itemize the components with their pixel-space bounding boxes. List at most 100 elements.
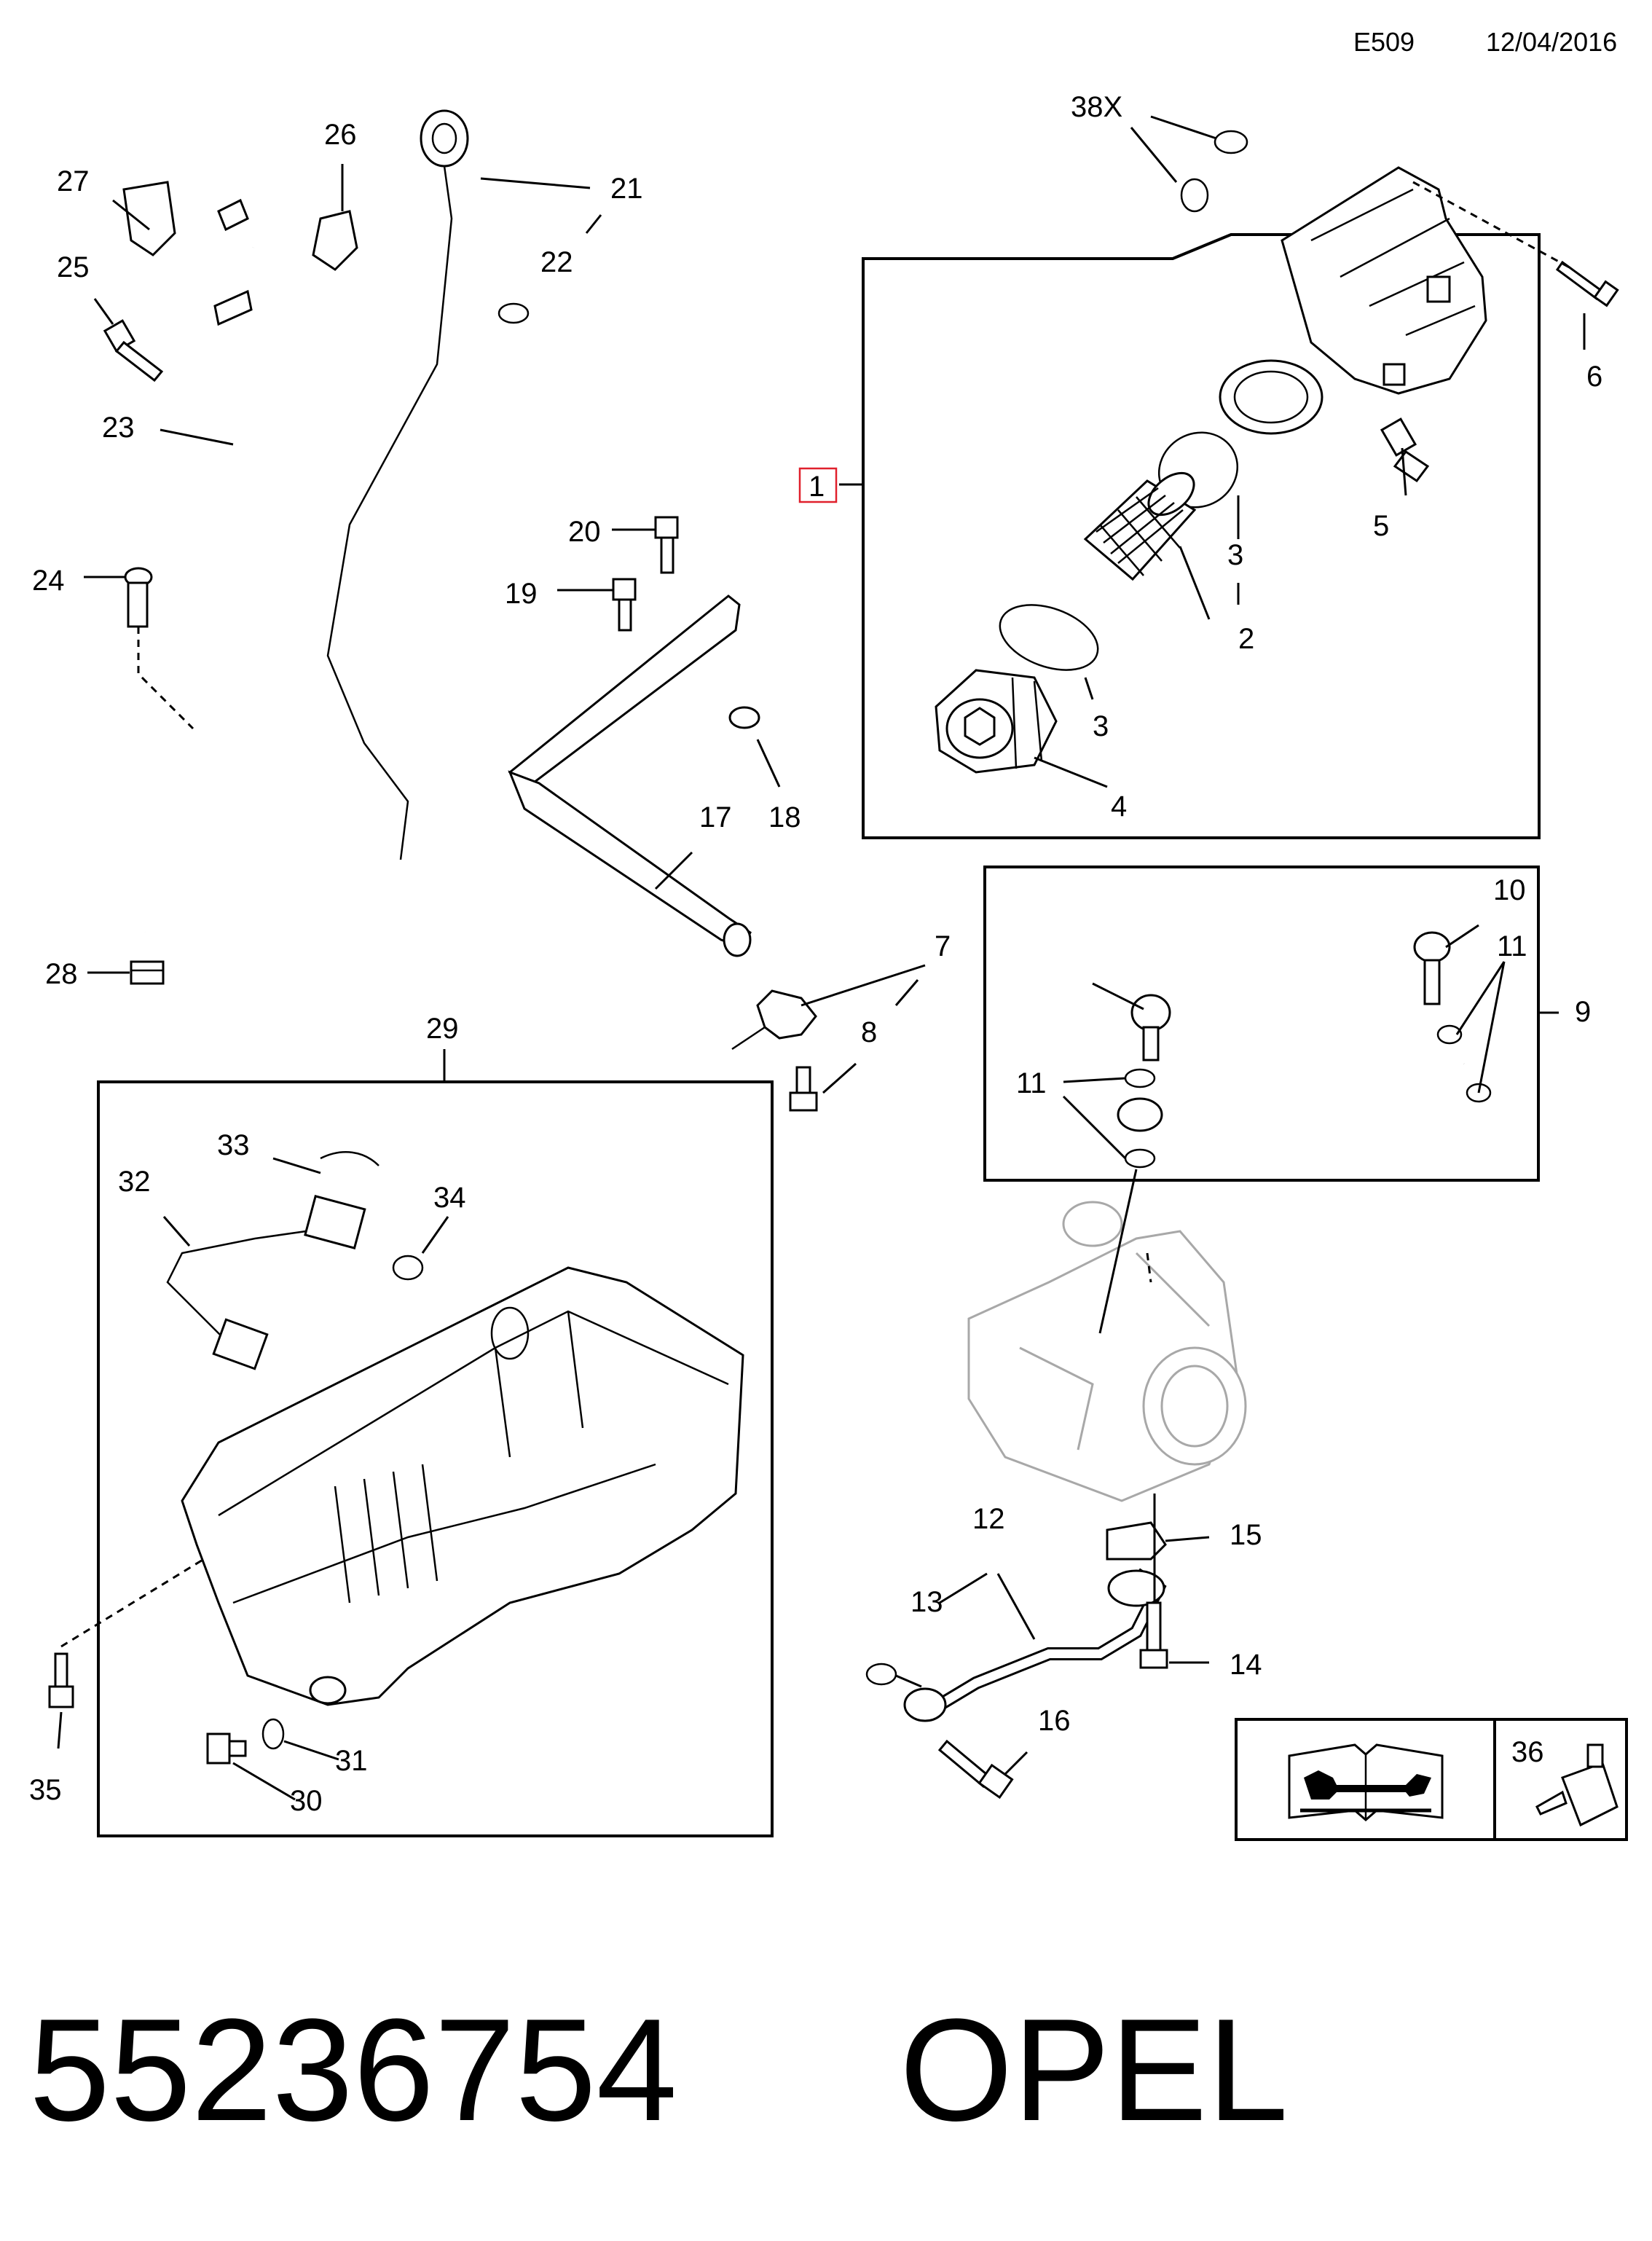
bolt-6 [1555, 260, 1619, 307]
return-pipe-assembly [865, 1521, 1168, 1800]
turbocharger-ghost [967, 1201, 1247, 1502]
dipstick-handle [420, 109, 469, 168]
callout-35: 35 [29, 1774, 62, 1806]
seal-34 [392, 1255, 424, 1281]
callout-8: 8 [861, 1016, 877, 1048]
pipe-flange [1107, 1569, 1165, 1607]
bolt-8 [789, 1066, 818, 1112]
callout-10: 10 [1493, 874, 1526, 906]
seal-18 [728, 706, 760, 729]
oil-level-sensor [166, 1195, 366, 1370]
turbo-feed-group [983, 866, 1540, 1182]
callout-19: 19 [505, 578, 538, 610]
callout-1: 1 [809, 471, 825, 503]
callout-36: 36 [1511, 1736, 1544, 1768]
o-ring-lower [999, 604, 1099, 671]
filter-cap [935, 669, 1058, 774]
callout-4: 4 [1111, 790, 1127, 823]
leader-lines-left [84, 164, 602, 974]
washer-11-c [1436, 1024, 1463, 1045]
clip-26 [312, 210, 358, 271]
sealant-tube-icon [1535, 1743, 1618, 1827]
callout-labels: 1 2 3 3 4 5 6 7 8 9 10 11 11 12 13 14 15… [29, 91, 1602, 1817]
callout-2: 2 [1238, 623, 1254, 655]
callout-32: 32 [118, 1166, 151, 1198]
o-ring-38-b [1180, 178, 1209, 213]
bolt-19 [612, 578, 637, 632]
book-wrench-icon [1288, 1743, 1444, 1821]
leader-lines-return [895, 1494, 1210, 1775]
callout-3-lower: 3 [1093, 710, 1109, 742]
clip-27 [122, 181, 176, 256]
callout-22: 22 [540, 246, 573, 278]
callout-14: 14 [1230, 1649, 1262, 1681]
callout-13: 13 [910, 1586, 943, 1618]
callout-24: 24 [32, 565, 65, 597]
callout-11-left: 11 [1016, 1067, 1047, 1099]
callout-25: 25 [57, 251, 90, 283]
callout-1-highlight [798, 467, 838, 503]
callout-27: 27 [57, 165, 90, 197]
oil-pan-group [48, 1049, 774, 1837]
leader-lines-pipe [557, 528, 781, 890]
leader-lines-turbo-feed [1062, 924, 1559, 1160]
o-ring-38-a [1214, 130, 1248, 154]
banjo-bolt-37 [1130, 994, 1171, 1061]
filter-element [1083, 471, 1197, 581]
callout-6: 6 [1586, 361, 1602, 393]
callout-12: 12 [972, 1503, 1005, 1535]
dipstick-assembly [103, 109, 530, 985]
info-box [1235, 1718, 1628, 1841]
callout-38x: 38X [1071, 91, 1122, 123]
banjo-bolt-10 [1413, 931, 1451, 1005]
seal-13 [865, 1663, 897, 1686]
seal-22 [497, 302, 530, 324]
bolt-16 [937, 1739, 1014, 1800]
callout-18: 18 [768, 801, 801, 833]
callout-30: 30 [290, 1785, 323, 1817]
washer-11-b [1124, 1148, 1156, 1169]
callout-23: 23 [102, 412, 135, 444]
bracket-7 [731, 989, 817, 1051]
bolt-25 [103, 319, 164, 382]
brand-name: OPEL [900, 1989, 1289, 2151]
bolt-20 [654, 516, 679, 574]
bolt-35 [48, 1652, 74, 1708]
oil-filter-module-group [862, 130, 1619, 839]
oil-pan [181, 1266, 744, 1706]
leader-lines-pan [57, 1157, 449, 1801]
diagram-code: E509 [1353, 27, 1415, 57]
callout-11-right: 11 [1497, 930, 1527, 962]
gasket-15 [1106, 1521, 1167, 1561]
callout-26: 26 [324, 119, 357, 151]
callout-3-upper: 3 [1227, 539, 1243, 571]
oil-filter-housing [1219, 166, 1487, 435]
washer-11-d [1466, 1083, 1492, 1103]
washer-11-a [1124, 1068, 1156, 1088]
bolt-24 [124, 567, 153, 628]
callout-33: 33 [217, 1129, 250, 1161]
callout-34: 34 [433, 1182, 466, 1214]
leader-lines-module [839, 115, 1586, 788]
callout-20: 20 [568, 516, 601, 548]
callout-15: 15 [1230, 1519, 1262, 1551]
callout-29: 29 [426, 1013, 459, 1045]
drain-plug-30 [206, 1732, 247, 1765]
callout-9: 9 [1575, 996, 1591, 1028]
callout-17: 17 [699, 801, 732, 833]
callout-7: 7 [935, 930, 951, 962]
bolt-14 [1139, 1601, 1168, 1669]
callout-31: 31 [335, 1745, 368, 1777]
diagram-date: 12/04/2016 [1486, 27, 1617, 57]
leader-lines-7-8 [801, 964, 926, 1094]
callout-21: 21 [610, 173, 643, 205]
pipe-end-fitting [903, 1687, 947, 1722]
washer-31 [261, 1718, 285, 1750]
oil-pipe-assembly [508, 516, 760, 957]
part-number: 55236754 [29, 1989, 677, 2151]
callout-28: 28 [45, 958, 78, 990]
banjo-fitting [1117, 1097, 1163, 1132]
callout-16: 16 [1038, 1705, 1071, 1737]
callout-5: 5 [1373, 510, 1389, 542]
